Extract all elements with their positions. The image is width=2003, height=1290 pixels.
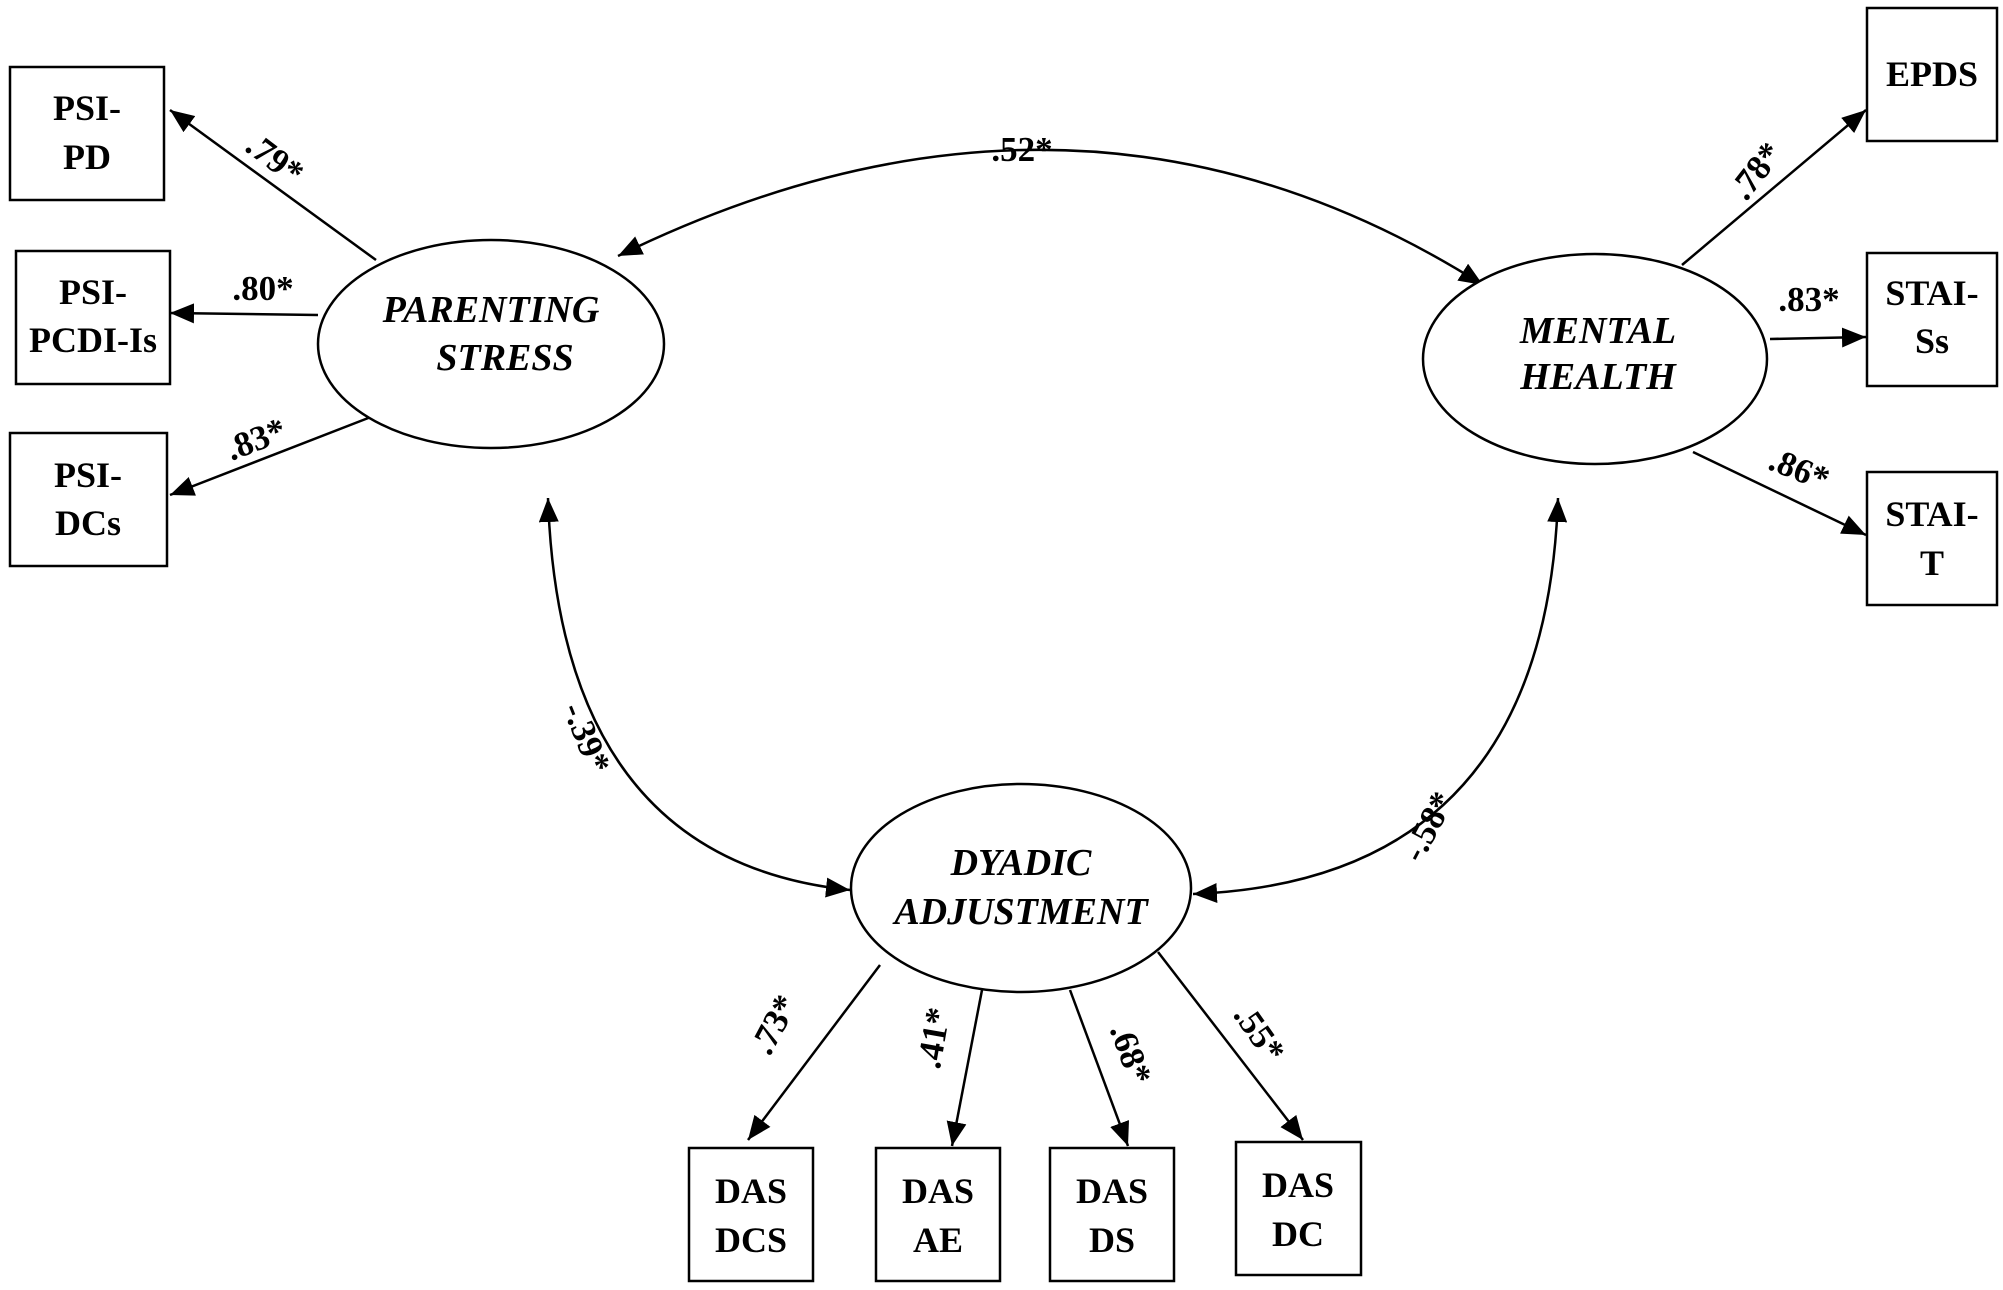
indicator-epds-line1: EPDS [1886,54,1978,94]
indicator-das-ae: DAS AE [874,1146,1002,1283]
loading-epds-label: .78* [1722,135,1790,207]
loading-das-ae-arrow [946,989,984,1147]
indicator-stai-t-line2: T [1920,543,1944,583]
latent-parenting-line1: PARENTING [382,289,600,331]
indicator-das-ds-line1: DAS [1076,1171,1148,1211]
indicator-das-dc-line2: DC [1272,1214,1324,1254]
indicator-psi-pcdi-line1: PSI- [59,272,127,312]
latent-dyadic-adjustment: DYADIC ADJUSTMENT [849,782,1193,994]
indicator-das-ds: DAS DS [1048,1146,1176,1283]
loading-stai-s-label: .83* [1778,280,1839,319]
loading-das-ds-arrow [1068,989,1130,1147]
loading-das-dc-label: .55* [1226,997,1293,1070]
corr-parenting-mental-path [617,148,1484,287]
indicator-psi-pcdi-is: PSI- PCDI-Is [14,249,172,386]
indicator-stai-ss: STAI- Ss [1865,251,1999,388]
indicator-psi-pcdi-line2: PCDI-Is [29,320,157,360]
loading-das-dcs-arrow [747,964,881,1141]
loading-psi-pd-arrow [169,108,377,262]
indicator-das-ds-line2: DS [1089,1220,1135,1260]
indicator-psi-dcs-line1: PSI- [54,455,122,495]
indicator-stai-ss-line1: STAI- [1885,273,1978,313]
indicator-das-ae-line2: AE [913,1220,963,1260]
latent-parenting-stress: PARENTING STRESS [316,238,666,450]
corr-parenting-mental-label: .52* [991,130,1052,169]
loading-psi-dcs-arrow [169,413,377,497]
indicator-psi-pd-line1: PSI- [53,88,121,128]
loading-das-ds-label: .68* [1102,1019,1160,1090]
loading-stai-t-arrow [1692,450,1867,537]
indicator-psi-pd-line2: PD [63,137,111,177]
latent-mental-health: MENTAL HEALTH [1421,252,1769,466]
loading-psi-pd-label: .79* [239,125,311,193]
latent-mental-line2: HEALTH [1519,356,1677,398]
indicator-epds: EPDS [1865,6,1999,143]
indicator-das-dcs: DAS DCS [687,1146,815,1283]
latent-dyadic-line1: DYADIC [950,842,1092,884]
loading-psi-pcdi-arrow [169,303,319,324]
corr-parenting-dyadic-label: -.39* [555,697,618,779]
latent-mental-line1: MENTAL [1519,310,1676,352]
indicator-stai-t-line1: STAI- [1885,494,1978,534]
loading-psi-pcdi-label: .80* [232,269,293,308]
indicator-das-dcs-line1: DAS [715,1171,787,1211]
loading-epds-arrow [1681,109,1867,266]
loading-das-ae-label: .41* [909,1004,958,1071]
indicator-das-dc: DAS DC [1234,1140,1363,1277]
indicator-das-dc-line1: DAS [1262,1165,1334,1205]
indicator-das-ae-line1: DAS [902,1171,974,1211]
indicator-psi-pd: PSI- PD [8,65,166,202]
latent-parenting-line2: STRESS [436,337,573,379]
latent-dyadic-line2: ADJUSTMENT [892,891,1149,933]
loading-stai-s-arrow [1769,327,1867,348]
corr-parenting-dyadic-path [538,497,851,898]
loading-das-dcs-label: .73* [742,988,805,1060]
loading-das-dc-arrow [1157,951,1304,1141]
corr-mental-dyadic-path [1192,497,1568,904]
indicator-psi-dcs-line2: DCs [55,503,121,543]
indicator-stai-ss-line2: Ss [1915,321,1949,361]
loading-psi-dcs-label: .83* [220,410,291,468]
indicator-das-dcs-line2: DCS [715,1220,787,1260]
indicator-stai-t: STAI- T [1865,470,1999,607]
indicator-psi-dcs: PSI- DCs [8,431,169,568]
